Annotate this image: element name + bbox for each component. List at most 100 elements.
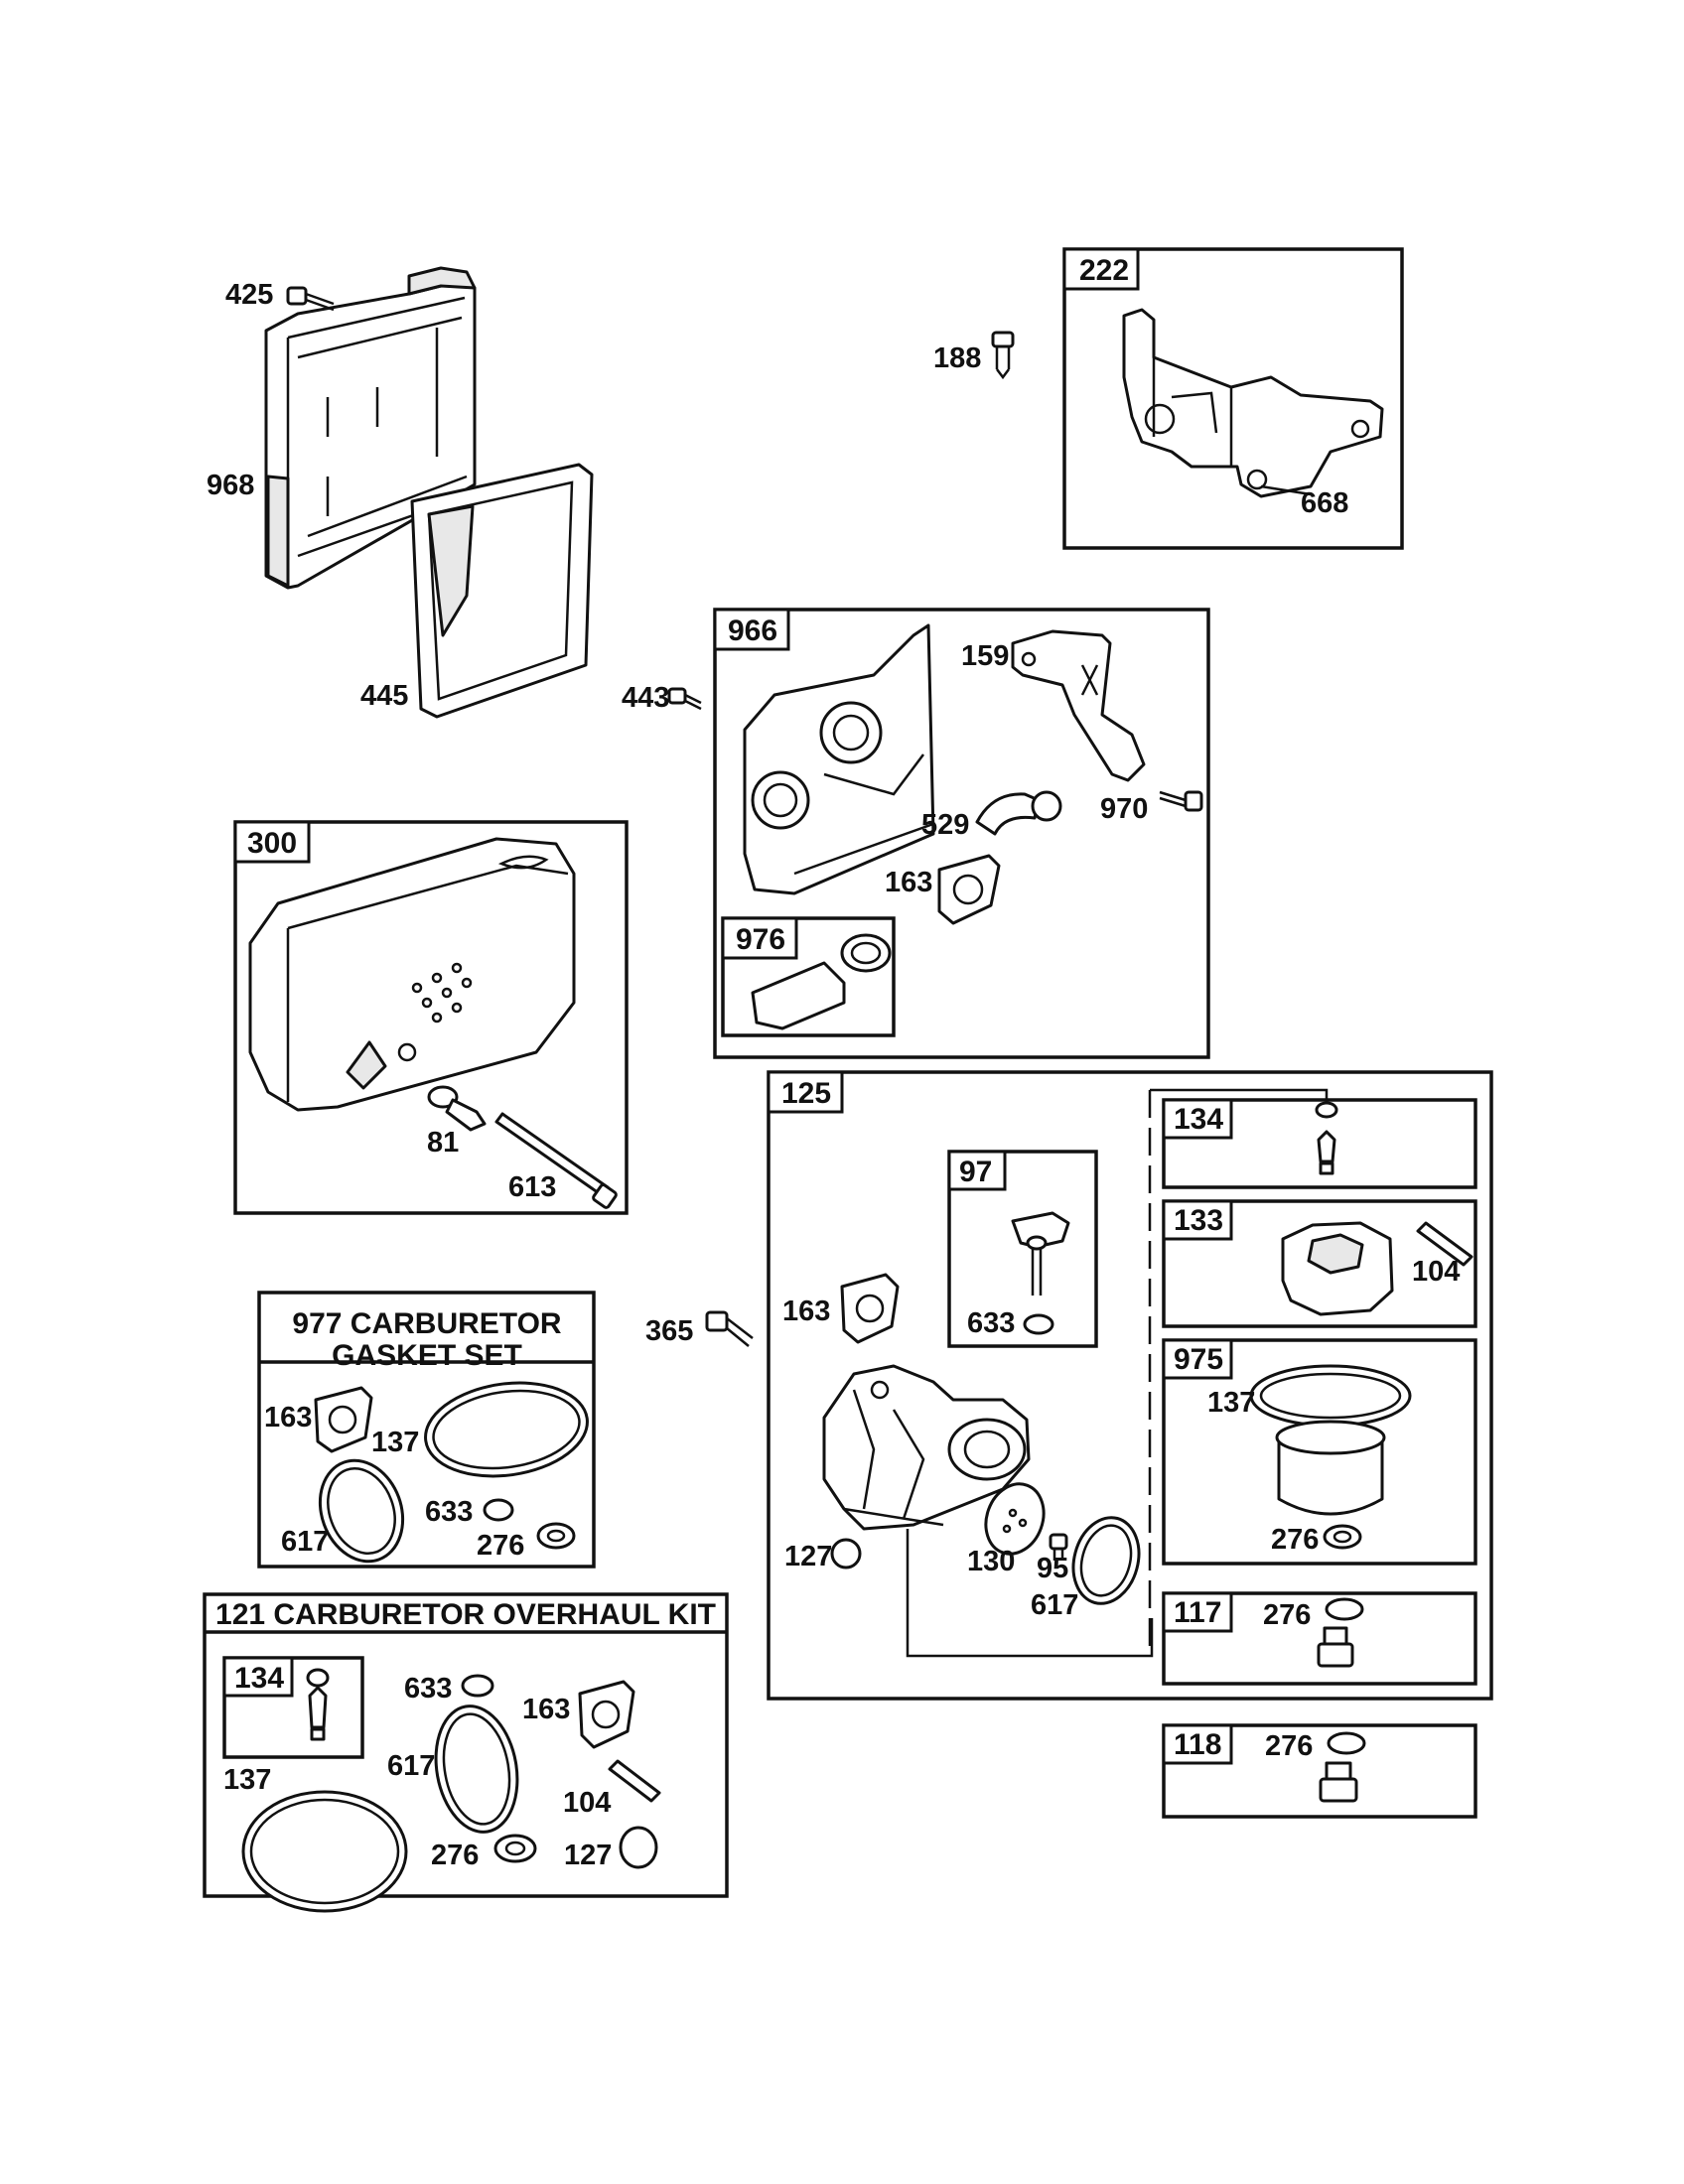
air-filter-cartridge-icon xyxy=(410,463,594,719)
gasket-163-carb-icon xyxy=(840,1273,900,1344)
pin-104-kit-icon xyxy=(608,1759,661,1803)
label-633-kit: 633 xyxy=(404,1673,452,1705)
section-966-tag: 966 xyxy=(728,614,777,647)
label-276-set: 276 xyxy=(477,1530,524,1562)
label-95: 95 xyxy=(1037,1553,1068,1584)
section-976-tag: 976 xyxy=(736,923,785,956)
label-137-kit: 137 xyxy=(223,1764,271,1796)
label-529: 529 xyxy=(921,809,969,841)
label-276-118: 276 xyxy=(1265,1730,1313,1762)
label-633-set: 633 xyxy=(425,1496,473,1528)
section-97-box xyxy=(947,1150,1098,1348)
screw-443-icon xyxy=(667,687,702,711)
muffler-icon xyxy=(248,837,576,1112)
float-133-icon xyxy=(1281,1221,1394,1316)
float-bowl-975-icon xyxy=(1249,1364,1412,1516)
label-104-carb: 104 xyxy=(1412,1256,1460,1288)
stud-613-icon xyxy=(494,1112,618,1209)
screw-425-icon xyxy=(286,286,335,312)
label-445: 445 xyxy=(360,680,408,712)
carb-leader-line xyxy=(906,1529,1154,1658)
screw-188-icon xyxy=(991,331,1015,380)
gasket-set-title-line1: 977 CARBURETOR xyxy=(292,1307,562,1340)
section-222-tag: 222 xyxy=(1079,254,1129,287)
screw-95-icon xyxy=(1049,1533,1068,1561)
section-134-box xyxy=(1162,1098,1477,1189)
washer-276-117-icon xyxy=(1325,1597,1364,1621)
gasket-163-kit-icon xyxy=(578,1680,635,1749)
gasket-163-icon xyxy=(937,854,1001,925)
overhaul-kit-title: 121 CARBURETOR OVERHAUL KIT xyxy=(215,1598,716,1631)
label-668: 668 xyxy=(1301,487,1348,519)
washer-276-kit-icon xyxy=(493,1834,537,1863)
label-276-975: 276 xyxy=(1271,1524,1319,1556)
label-276-kit: 276 xyxy=(431,1840,479,1871)
label-127-kit: 127 xyxy=(564,1840,612,1871)
label-633-97: 633 xyxy=(967,1307,1015,1339)
o-ring-137-kit-icon xyxy=(241,1790,408,1913)
section-117-box xyxy=(1162,1591,1477,1686)
section-975-tag: 975 xyxy=(1174,1343,1223,1376)
label-130: 130 xyxy=(967,1546,1015,1577)
washer-81-icon xyxy=(427,1085,487,1132)
pin-104-carb-icon xyxy=(1416,1221,1474,1267)
needle-valve-134-icon xyxy=(1315,1101,1338,1175)
label-365: 365 xyxy=(645,1315,693,1347)
washer-633-set-icon xyxy=(483,1498,514,1522)
washer-276-118-icon xyxy=(1327,1731,1366,1755)
section-300-box xyxy=(233,820,629,1215)
gasket-163-set-icon xyxy=(314,1386,373,1453)
label-617-set: 617 xyxy=(281,1526,329,1558)
o-ring-137-set-icon xyxy=(424,1381,589,1478)
label-159: 159 xyxy=(961,640,1009,672)
section-134-kit-tag: 134 xyxy=(234,1662,284,1695)
label-443: 443 xyxy=(622,682,669,714)
label-104-kit: 104 xyxy=(563,1787,611,1819)
section-117-tag: 117 xyxy=(1174,1596,1221,1629)
section-134-tag: 134 xyxy=(1174,1103,1223,1136)
label-163-kit: 163 xyxy=(522,1694,570,1725)
bracket-159-icon xyxy=(1011,629,1146,782)
section-118-box xyxy=(1162,1723,1477,1819)
plug-127-kit-icon xyxy=(619,1826,658,1869)
screw-970-icon xyxy=(1159,790,1203,812)
pre-filter-976-icon xyxy=(751,933,892,1030)
section-300-tag: 300 xyxy=(247,827,297,860)
diaphragm-130-icon xyxy=(984,1482,1046,1556)
bowl-nut-118-icon xyxy=(1319,1761,1358,1803)
section-133-box xyxy=(1162,1199,1477,1328)
label-137-carb: 137 xyxy=(1207,1387,1255,1419)
gasket-set-box xyxy=(257,1291,596,1569)
label-613: 613 xyxy=(508,1171,556,1203)
gasket-617-set-icon xyxy=(318,1458,405,1564)
label-137-set: 137 xyxy=(371,1427,419,1458)
section-133-tag: 133 xyxy=(1174,1204,1223,1237)
breather-tube-529-icon xyxy=(975,790,1062,836)
label-127-carb: 127 xyxy=(784,1541,832,1572)
label-970: 970 xyxy=(1100,793,1148,825)
gasket-617-kit-icon xyxy=(434,1705,519,1834)
section-125-tag: 125 xyxy=(781,1077,831,1110)
section-222-box xyxy=(1062,247,1404,550)
label-617-kit: 617 xyxy=(387,1750,435,1782)
washer-276-975-icon xyxy=(1323,1524,1362,1550)
section-125-box xyxy=(767,1070,1493,1701)
label-276-117: 276 xyxy=(1263,1599,1311,1631)
plug-127-carb-icon xyxy=(830,1538,862,1570)
label-188: 188 xyxy=(933,342,981,374)
screw-365-icon xyxy=(705,1310,754,1347)
control-bracket-icon xyxy=(1122,308,1384,498)
air-cleaner-base-plate-icon xyxy=(743,623,935,895)
label-81: 81 xyxy=(427,1127,459,1159)
label-163-966: 163 xyxy=(885,867,932,898)
gasket-set-title-line2: GASKET SET xyxy=(332,1339,522,1372)
washer-633-97-icon xyxy=(1023,1313,1054,1335)
label-163-set: 163 xyxy=(264,1402,312,1433)
section-976-box xyxy=(721,916,896,1037)
carburetor-body-icon xyxy=(822,1364,1031,1531)
washer-633-kit-icon xyxy=(461,1674,494,1698)
needle-valve-134-kit-icon xyxy=(306,1668,330,1741)
section-966-box xyxy=(713,608,1210,1059)
bowl-nut-117-icon xyxy=(1317,1626,1354,1668)
